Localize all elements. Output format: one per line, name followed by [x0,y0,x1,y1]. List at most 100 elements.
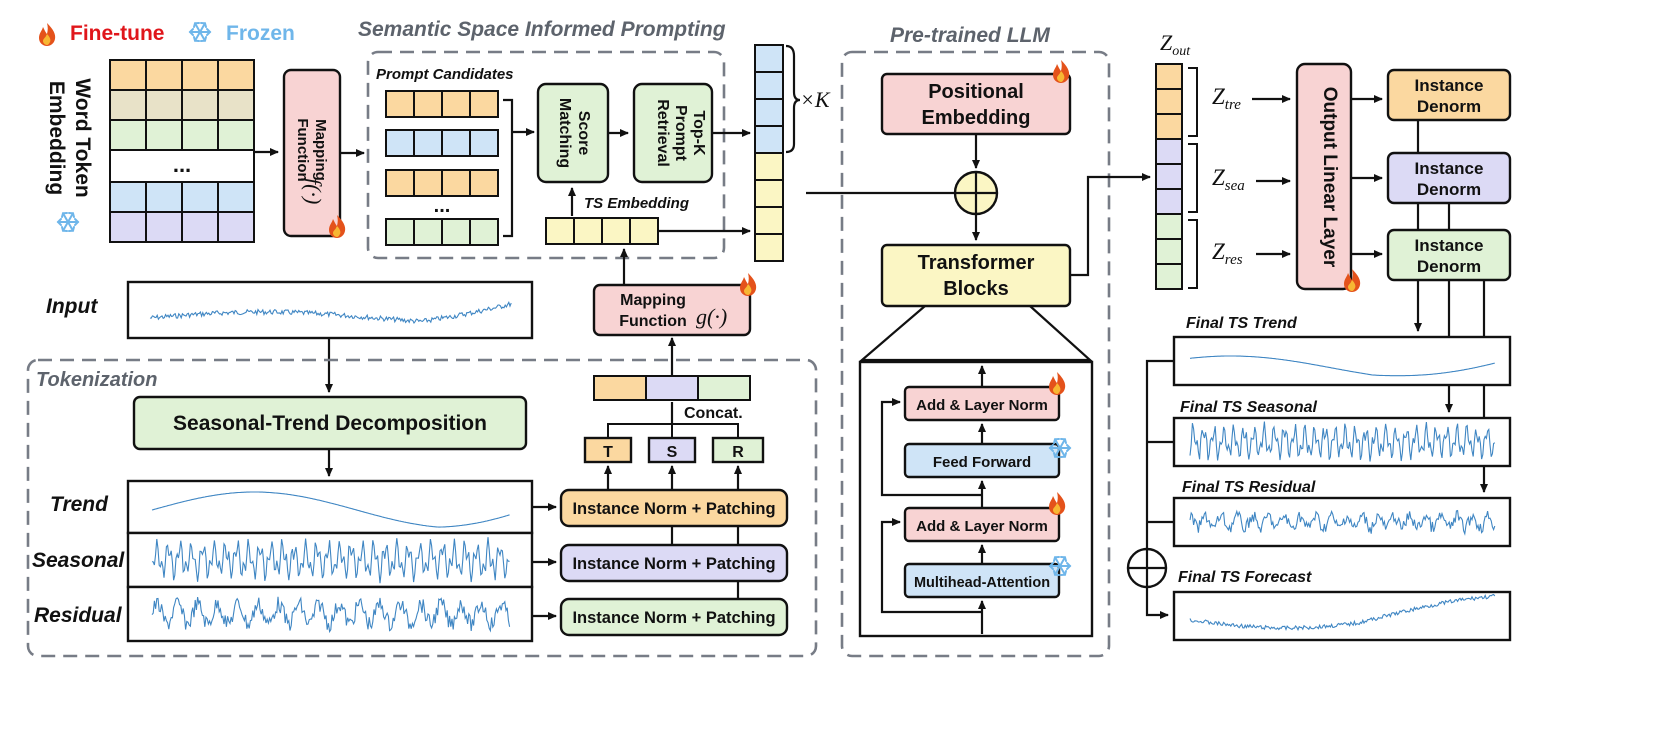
sum-operator [1126,547,1168,589]
pos-line2: Embedding [922,107,1031,129]
add-operator [953,170,999,216]
final-seasonal-wave [1189,421,1496,462]
input-label: Input [46,295,98,318]
fire-icon [1053,60,1070,83]
multihead-attention: Multihead-Attention [903,556,1071,599]
transformer-detail [858,360,1094,638]
tokenization-region [26,358,818,658]
trend-wave [151,491,510,528]
output-linear-layer: Output Linear Layer [1295,62,1361,292]
mapping-g-symbol: g(·) [696,304,727,329]
edge-tb-to-zout [1070,173,1151,277]
token-s: S [667,444,678,461]
tokenization-title: Tokenization [36,369,157,391]
z-res-label: Zres [1212,239,1243,268]
transformer-blocks: Transformer Blocks [880,243,1072,308]
edge-candidates-to-score [503,98,534,238]
norm-patching-residual: Instance Norm + Patching [559,597,789,637]
add-norm-top-label: Add & Layer Norm [916,397,1048,414]
word-token-embedding: Word Token Embedding ... [45,59,255,243]
norm-seasonal-label: Instance Norm + Patching [572,555,775,573]
concat-bar [593,375,751,401]
fire-icon [1049,372,1066,395]
residual-box [126,585,534,643]
z-brackets [1188,67,1198,289]
topk-line3: Retrieval [654,99,671,167]
mapping-f-symbol: f(·) [301,178,326,204]
mapping-g-line2: Function [619,313,687,330]
prompt-candidates-label: Prompt Candidates [376,66,514,83]
input-box [126,280,534,340]
denorm1-line1: Instance [1415,76,1484,95]
word-token-ellipsis: ... [173,152,191,177]
denorm3-line1: Instance [1415,236,1484,255]
snowflake-icon [189,22,211,42]
final-forecast-wave [1189,593,1496,632]
llm-title: Pre-trained LLM [890,24,1050,47]
seasonal-label: Seasonal [32,549,125,572]
score-line1: Score [575,111,592,156]
final-trend-box [1172,335,1512,387]
instance-denorm-residual: Instance Denorm [1386,228,1512,282]
norm-patching-seasonal: Instance Norm + Patching [559,543,789,583]
prompt-candidates [385,90,499,246]
final-residual-label: Final TS Residual [1182,479,1316,496]
mapping-g-line1: Mapping [620,292,686,309]
input-wave [149,301,512,325]
topk-line2: Prompt [672,105,689,162]
final-residual-box [1172,496,1512,548]
times-k-label: ×K [800,87,831,112]
token-r: R [732,444,744,461]
tb-line1: Transformer [918,252,1035,274]
mapping-function-f: Mapping Function f(·) [282,68,346,238]
z-out-label: Zout [1160,30,1191,59]
residual-wave [151,596,511,634]
decomposition-label: Seasonal-Trend Decomposition [173,412,487,435]
add-layer-norm-top: Add & Layer Norm [903,372,1066,422]
denorm2-line2: Denorm [1417,180,1481,199]
ssip-region [366,50,726,260]
norm-links [604,465,742,599]
instance-denorm-trend: Instance Denorm [1386,68,1512,122]
final-seasonal-box [1172,416,1512,468]
ts-embedding [545,217,659,245]
fire-icon [39,23,56,46]
final-seasonal-label: Final TS Seasonal [1180,399,1317,416]
ssip-title: Semantic Space Informed Prompting [358,18,726,41]
concat-bracket [607,423,739,438]
tb-line2: Blocks [943,278,1009,300]
final-residual-wave [1189,509,1496,536]
word-token-grid [109,59,255,243]
final-trend-wave [1189,355,1495,377]
score-line2: Matching [556,98,573,168]
topk-line1: Top-K [690,110,707,155]
z-out-stack [1155,63,1183,290]
snowflake-icon [57,212,79,232]
norm-patching-trend: Instance Norm + Patching [559,488,789,528]
fire-icon [1049,492,1066,515]
final-forecast-label: Final TS Forecast [1178,569,1312,586]
legend-finetune: Fine-tune [70,22,165,45]
word-token-label-line1: Word Token [71,78,94,197]
score-matching: Score Matching [536,82,610,184]
mapping-f-line1: Mapping [312,119,329,181]
prompt-ellipsis: ... [434,195,451,217]
feed-forward-label: Feed Forward [933,454,1031,471]
fire-icon [740,273,757,296]
mapping-function-g: Mapping Function g(·) [592,273,757,337]
linear-label: Output Linear Layer [1319,87,1340,268]
tsr-tokens: T S R [583,436,765,464]
denorm2-line1: Instance [1415,159,1484,178]
legend: Fine-tune Frozen [39,22,295,46]
denorm1-line2: Denorm [1417,97,1481,116]
word-token-label-line2: Embedding [45,81,68,195]
norm-trend-label: Instance Norm + Patching [572,500,775,518]
trend-box [126,479,534,535]
llm-region [840,50,1111,658]
trend-label: Trend [50,493,109,516]
ts-embedding-label: TS Embedding [584,195,689,212]
final-trend-label: Final TS Trend [1186,315,1298,332]
feed-forward: Feed Forward [903,438,1071,479]
instance-denorm-seasonal: Instance Denorm [1386,151,1512,205]
